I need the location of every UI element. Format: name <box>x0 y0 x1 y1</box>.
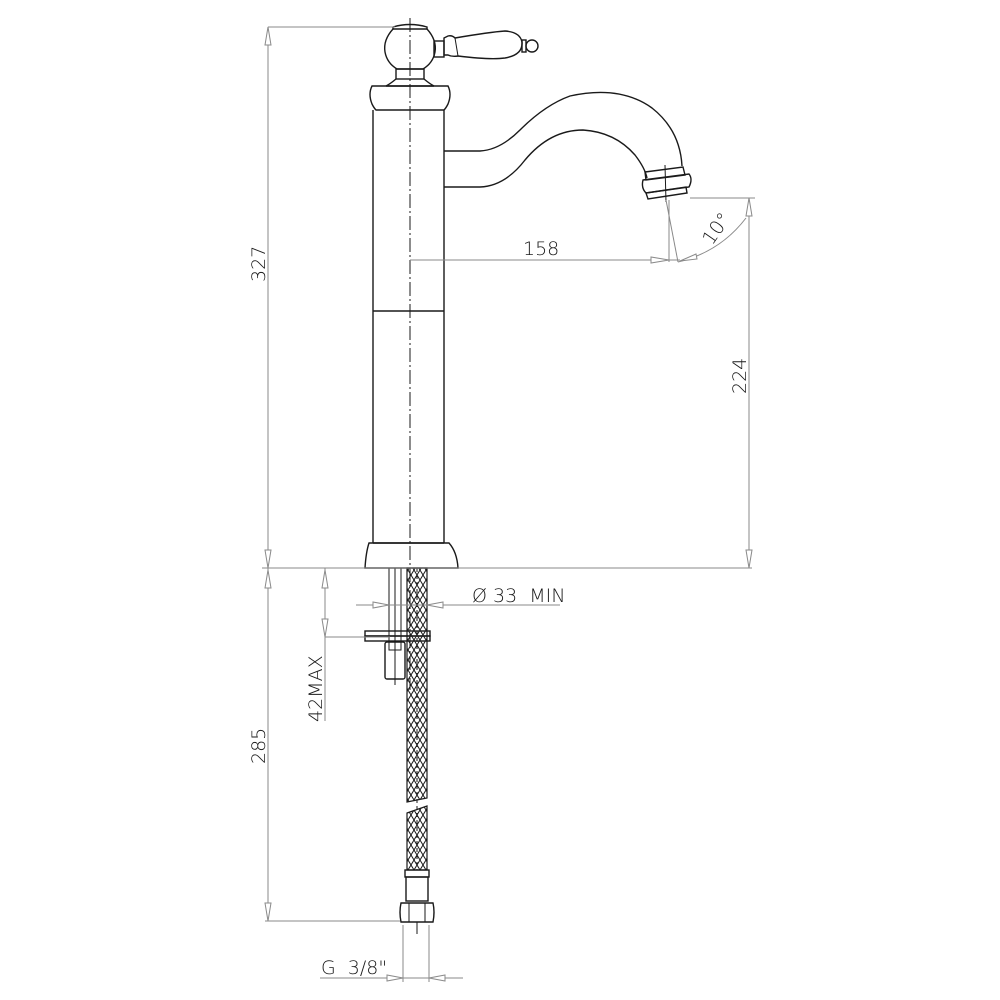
handle-head <box>383 23 437 87</box>
base-flange <box>364 542 459 569</box>
hose-length-label: 285 <box>248 728 270 764</box>
body-column <box>372 110 445 544</box>
spout <box>444 91 692 203</box>
connection-thread-label: G 3/8" <box>321 957 387 979</box>
spout-reach-label: 158 <box>523 238 559 260</box>
braided-flexible-hose <box>399 567 435 934</box>
hose-nut <box>399 902 435 923</box>
aerator <box>641 164 692 203</box>
spout-height-label: 224 <box>729 358 751 394</box>
faucet-body <box>364 18 692 934</box>
total-height-label: 327 <box>248 246 270 282</box>
dimension-labels: 327 158 224 10° Ø 33 MIN 42MAX 285 G 3/8… <box>248 209 751 979</box>
lever-handle <box>433 30 539 60</box>
max-deck-thickness-label: 42MAX <box>305 655 327 722</box>
mounting-hardware <box>364 567 431 685</box>
dimension-lines <box>262 26 755 982</box>
hole-diameter-label: Ø 33 MIN <box>472 585 565 607</box>
spout-angle-label: 10° <box>698 209 735 249</box>
fixing-nut <box>384 641 406 680</box>
